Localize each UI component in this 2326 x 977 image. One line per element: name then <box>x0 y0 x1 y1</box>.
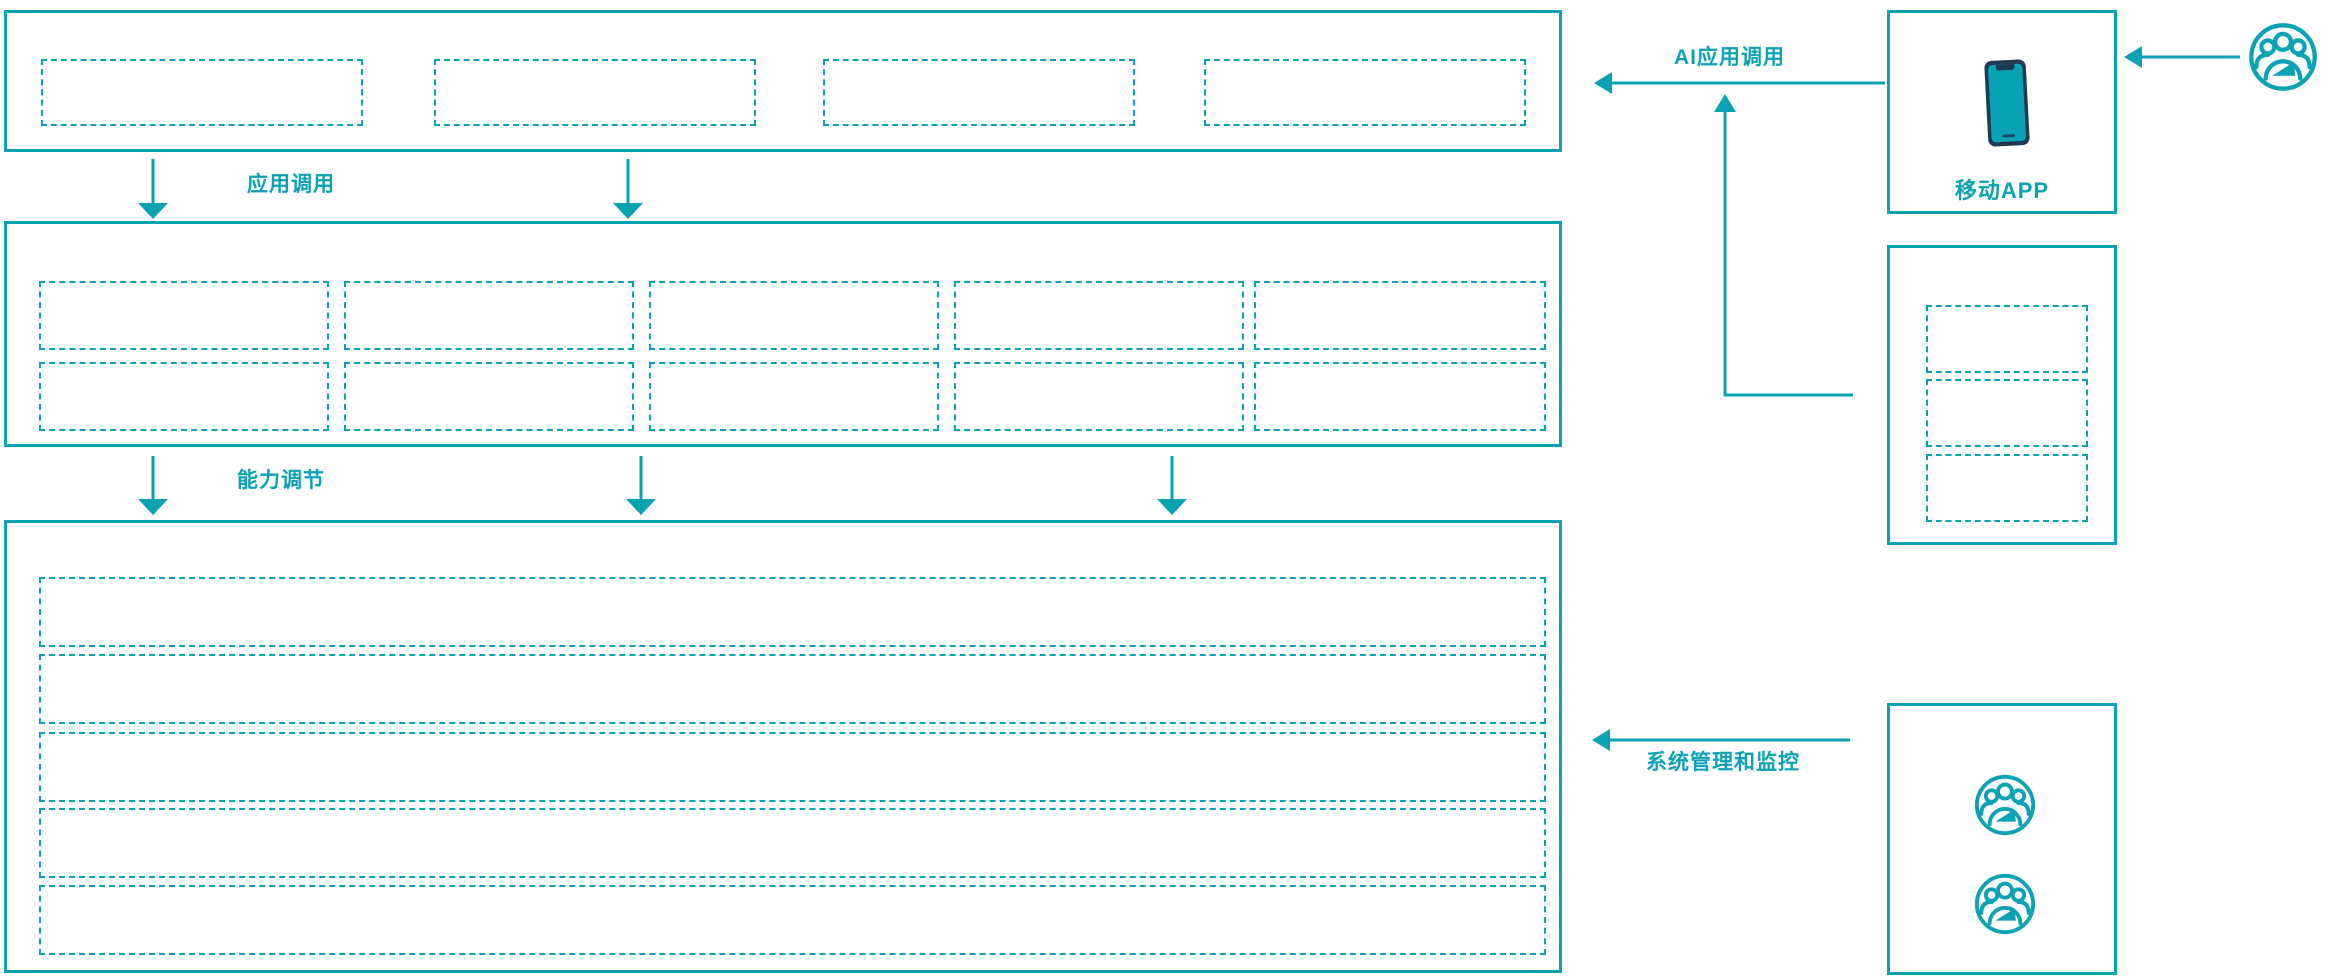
arrow-left-icon <box>2124 46 2240 68</box>
top-layer-box <box>4 10 1562 152</box>
placeholder-box <box>344 281 634 350</box>
placeholder-row <box>39 808 1546 878</box>
placeholder-box <box>954 281 1244 350</box>
placeholder-box <box>1926 305 2088 373</box>
mobile-app-label: 移动APP <box>1954 178 2050 203</box>
arrow-left-icon <box>1594 72 1885 94</box>
placeholder-box <box>649 281 939 350</box>
capability-adjust-label: 能力调节 <box>237 469 325 492</box>
arrow-up-icon <box>1714 94 1853 397</box>
ai-app-call-label: AI应用调用 <box>1674 46 1785 69</box>
placeholder-row <box>39 885 1546 955</box>
placeholder-box <box>39 281 329 350</box>
arrow-down-icon <box>1157 456 1187 515</box>
placeholder-box <box>1204 59 1526 126</box>
placeholder-box <box>1254 281 1546 350</box>
placeholder-box <box>1926 454 2088 522</box>
arrow-down-icon <box>138 159 168 219</box>
system-management-label: 系统管理和监控 <box>1646 751 1800 774</box>
service-box <box>1887 245 2117 545</box>
placeholder-box <box>649 362 939 431</box>
placeholder-box <box>39 362 329 431</box>
placeholder-box <box>1254 362 1546 431</box>
placeholder-box <box>434 59 756 126</box>
middle-layer-box <box>4 221 1562 447</box>
placeholder-row <box>39 732 1546 802</box>
arrow-down-icon <box>626 456 656 515</box>
bottom-layer-box <box>4 520 1562 973</box>
arrow-down-icon <box>613 159 643 219</box>
mobile-app-box: 移动APP <box>1887 10 2117 214</box>
placeholder-row <box>39 577 1546 647</box>
placeholder-box <box>823 59 1135 126</box>
placeholder-box <box>1926 379 2088 447</box>
users-group-icon <box>1974 774 2036 836</box>
arrow-left-icon <box>1592 729 1850 751</box>
app-call-label: 应用调用 <box>247 173 335 196</box>
admin-box <box>1887 703 2117 975</box>
placeholder-box <box>41 59 363 126</box>
arrow-down-icon <box>138 456 168 515</box>
placeholder-box <box>954 362 1244 431</box>
users-group-icon <box>1974 873 2036 935</box>
placeholder-row <box>39 654 1546 724</box>
smartphone-icon <box>1984 59 2030 147</box>
users-group-icon <box>2249 23 2317 91</box>
placeholder-box <box>344 362 634 431</box>
